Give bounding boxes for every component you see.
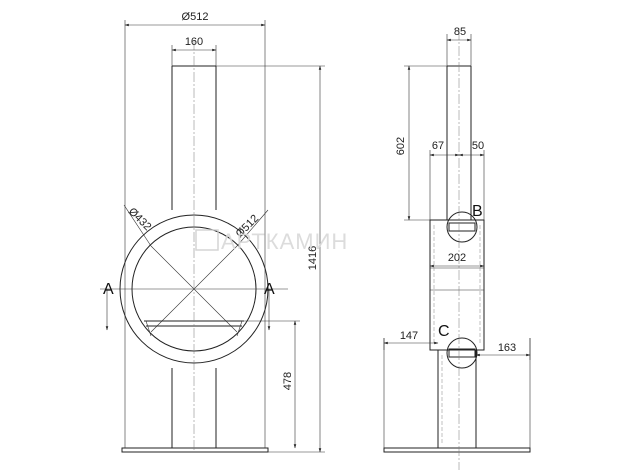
dim-side-right-offset: 50: [472, 140, 484, 152]
detail-circle-b: [446, 211, 478, 243]
dim-side-base-left: 147: [400, 330, 418, 342]
watermark-brand: АРТКАМИН: [221, 229, 348, 254]
detail-circle-c: [446, 337, 478, 369]
dim-side-base-right: 163: [498, 342, 516, 354]
side-base-plate: [383, 447, 531, 453]
front-base-plate: [121, 447, 269, 453]
dim-side-upper-height: 602: [395, 137, 407, 155]
section-label-right: A: [264, 281, 275, 298]
side-view: [383, 30, 531, 470]
detail-label-b: B: [472, 203, 483, 220]
front-view: [100, 40, 288, 453]
section-label-left: A: [103, 281, 114, 298]
dim-outer-diameter: Ø512: [182, 11, 209, 23]
side-dimensions: 85 602 67 50 202 147 163 B C: [383, 26, 531, 360]
detail-label-c: C: [438, 323, 450, 340]
dim-side-pipe-width: 85: [454, 26, 466, 38]
dim-base-height: 478: [282, 372, 294, 390]
dim-pipe-width: 160: [185, 36, 203, 48]
watermark-logo: АРТКАМИН: [195, 229, 348, 254]
dim-side-body-width: 202: [448, 252, 466, 264]
dim-total-height: 1416: [307, 246, 319, 270]
dim-side-left-offset: 67: [432, 140, 444, 152]
